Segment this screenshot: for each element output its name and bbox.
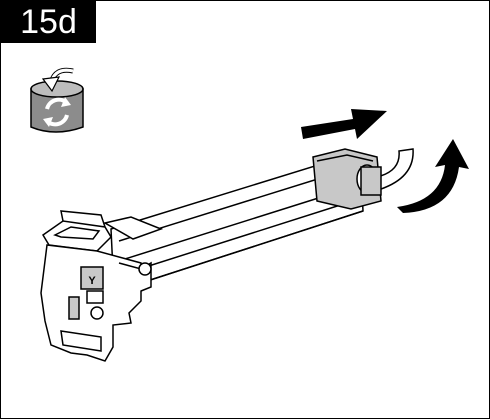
color-code-label: Y [88, 275, 96, 287]
curved-arrow-up-icon [376, 139, 469, 213]
unit-handle [41, 210, 164, 252]
left-end-housing [40, 244, 152, 362]
rotate-replace-icon [30, 67, 84, 133]
arrow-right-icon [301, 109, 387, 139]
step-number-label: 15d [1, 1, 96, 43]
right-end-cap [312, 148, 382, 210]
